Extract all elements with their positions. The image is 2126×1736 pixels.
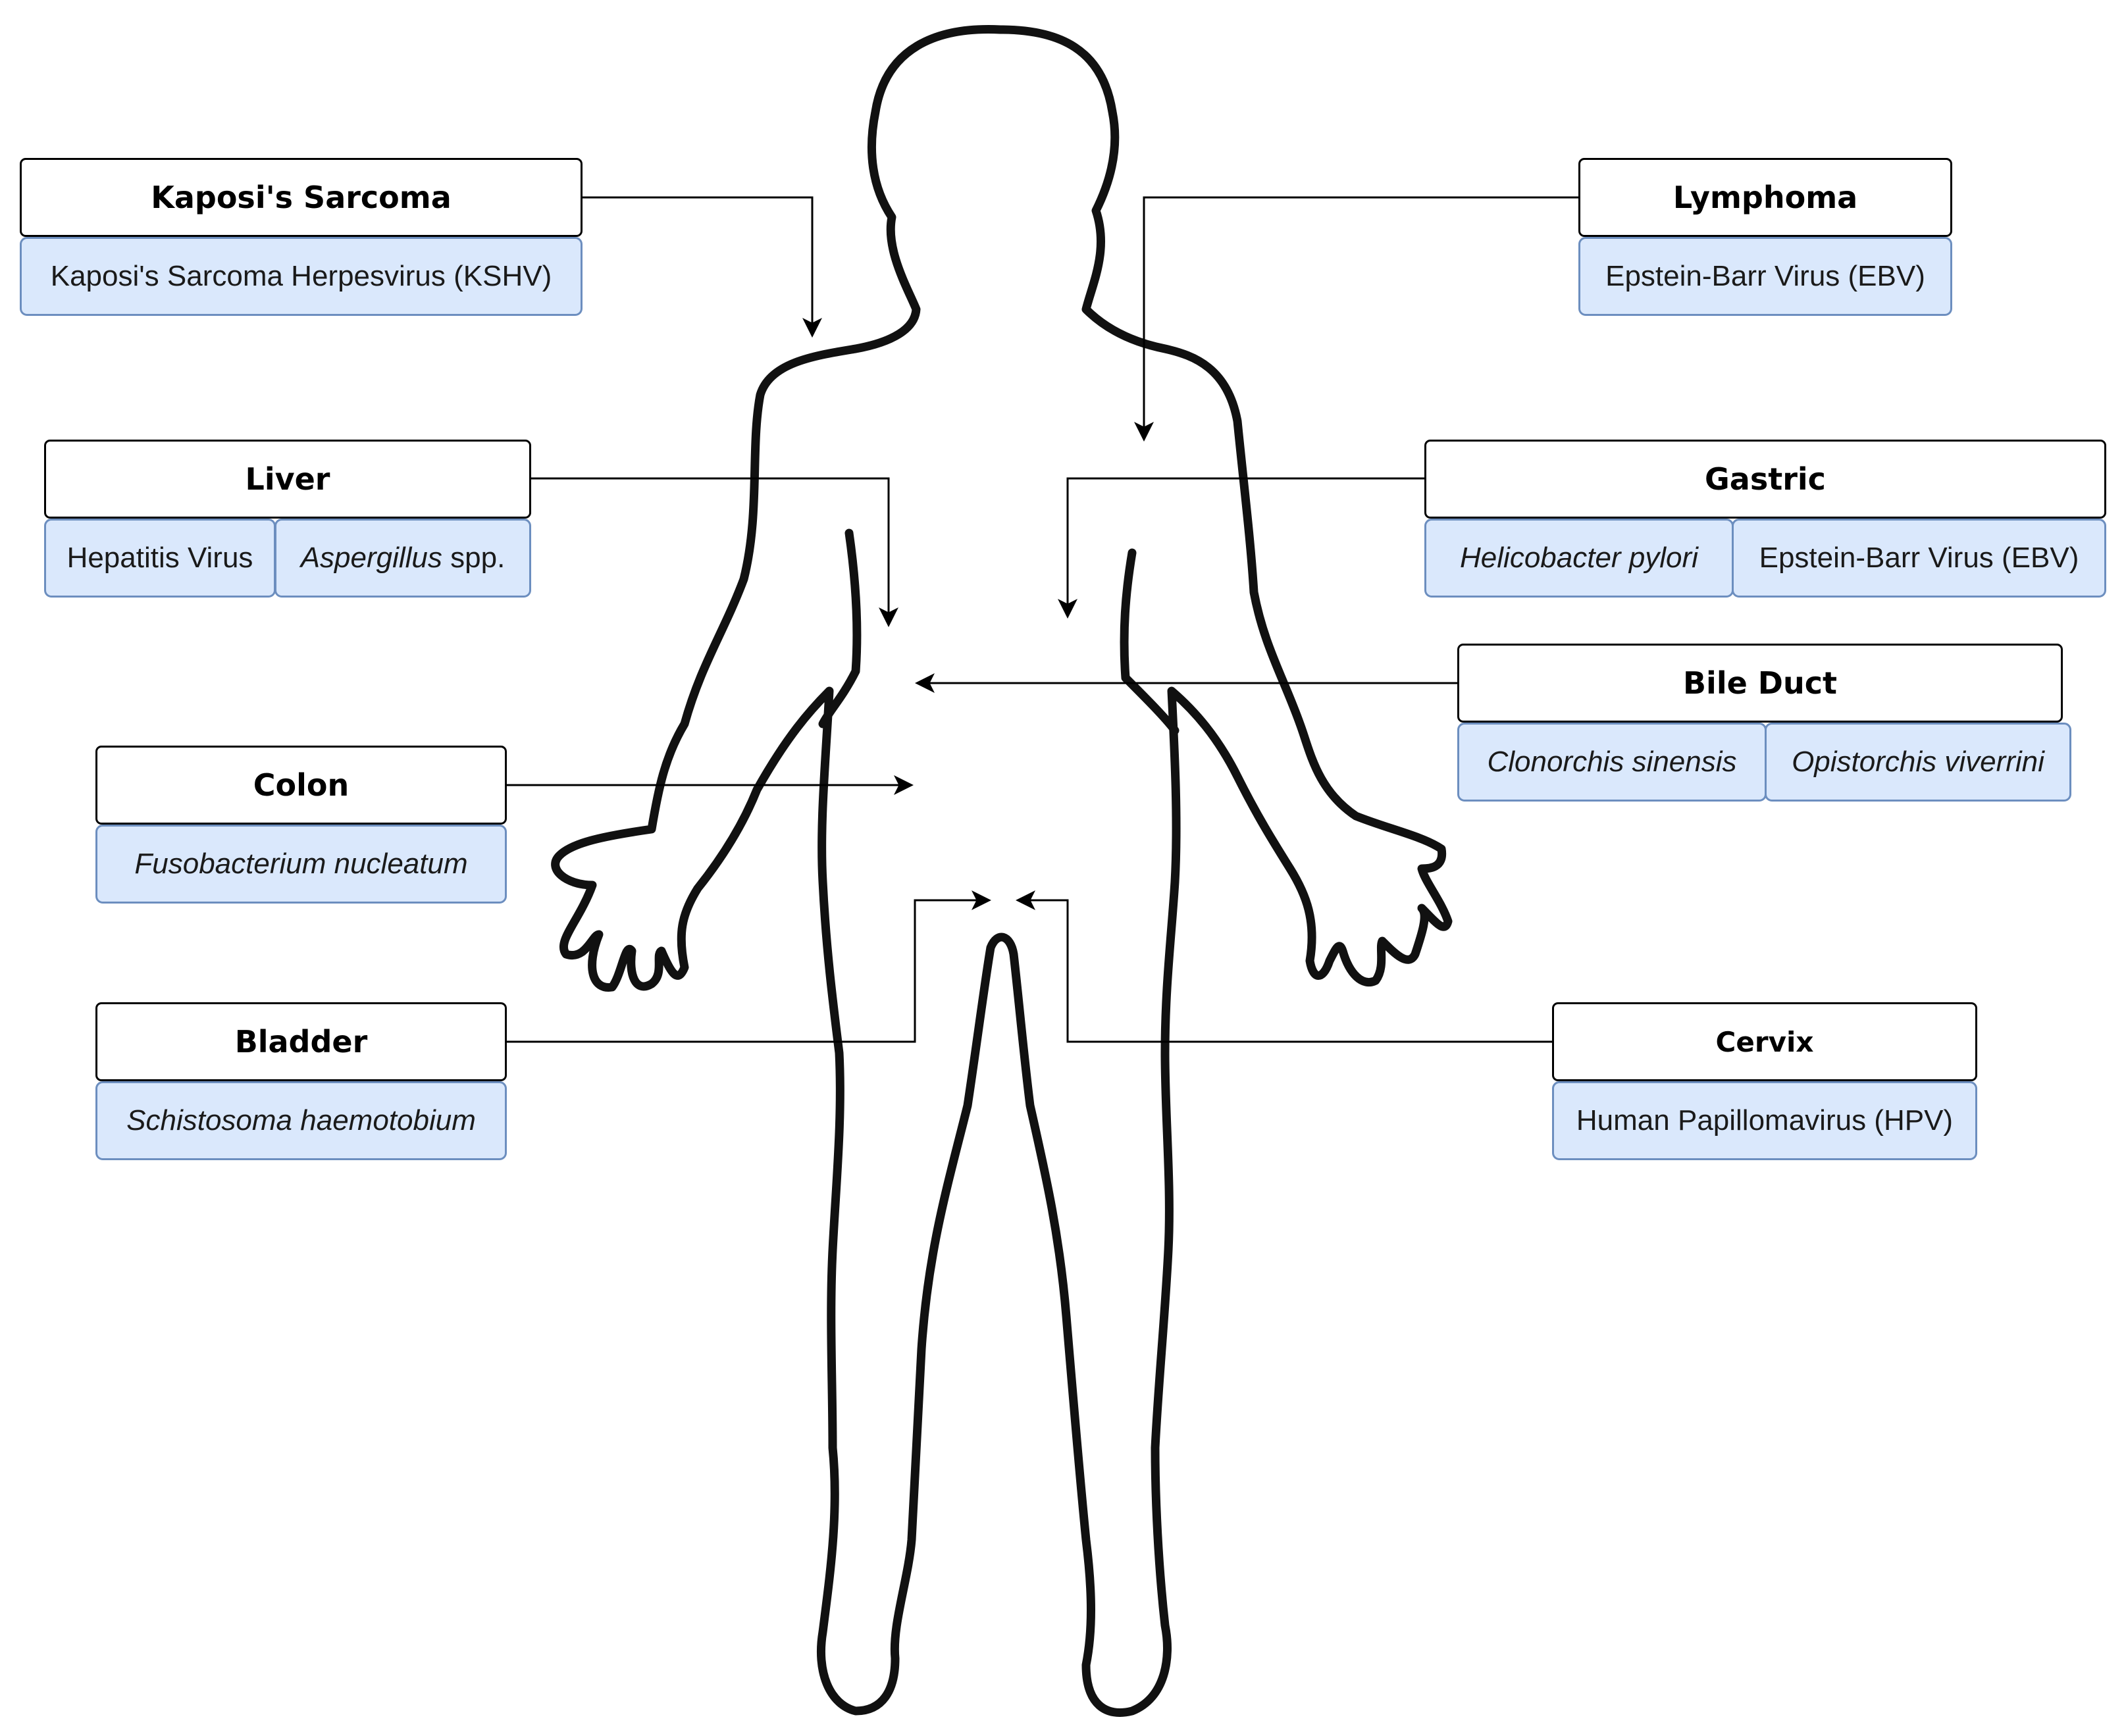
- body-outer-contour: [551, 25, 1453, 1717]
- agent-box-hpv: Human Papillomavirus (HPV): [1552, 1081, 1977, 1160]
- agent-label-schistosoma-haemotobium: Schistosoma haemotobium: [126, 1104, 476, 1136]
- agent-label-aspergillus-spp: spp.: [450, 542, 506, 574]
- agent-label-hpv: Human Papillomavirus (HPV): [1576, 1104, 1954, 1136]
- cancer-box-gastric: Gastric: [1424, 440, 2106, 519]
- connector-gastric: [1058, 477, 1424, 619]
- connector-kaposi: [581, 196, 822, 338]
- agent-label-aspergillus-genus: Aspergillus: [300, 542, 442, 574]
- agent-label-ebv-gastric: Epstein-Barr Virus (EBV): [1759, 542, 2079, 574]
- connector-liver: [530, 477, 898, 627]
- agent-label-ebv-lymphoma: Epstein-Barr Virus (EBV): [1605, 260, 1925, 292]
- agent-box-clonorchis-sinensis: Clonorchis sinensis: [1457, 723, 1767, 802]
- agent-label-helicobacter-pylori: Helicobacter pylori: [1460, 542, 1698, 574]
- body-outline: [551, 25, 1453, 1717]
- cancer-box-colon: Colon: [95, 746, 507, 825]
- connector-lymphoma: [1134, 196, 1578, 442]
- agent-box-ebv-gastric: Epstein-Barr Virus (EBV): [1732, 519, 2106, 598]
- cancer-box-bile-duct: Bile Duct: [1457, 644, 2063, 723]
- right-inner-arm-contour: [1120, 548, 1180, 735]
- cancer-box-liver: Liver: [44, 440, 531, 519]
- cancer-label-colon: Colon: [253, 767, 350, 803]
- cancer-box-cervix: Cervix: [1552, 1002, 1977, 1081]
- cancer-box-kaposi-sarcoma: Kaposi's Sarcoma: [20, 158, 583, 237]
- connector-cervix: [1016, 890, 1552, 1043]
- agent-label-hepatitis-virus: Hepatitis Virus: [66, 542, 253, 574]
- agent-box-helicobacter-pylori: Helicobacter pylori: [1424, 519, 1734, 598]
- connector-bladder: [506, 890, 991, 1043]
- cancer-label-bladder: Bladder: [234, 1024, 368, 1059]
- agent-box-fusobacterium-nucleatum: Fusobacterium nucleatum: [95, 825, 507, 904]
- agent-box-hepatitis-virus: Hepatitis Virus: [44, 519, 276, 598]
- agent-box-schistosoma-haemotobium: Schistosoma haemotobium: [95, 1081, 507, 1160]
- cancer-label-lymphoma: Lymphoma: [1672, 180, 1858, 215]
- agent-label-opistorchis-viverrini: Opistorchis viverrini: [1792, 746, 2044, 778]
- cancer-label-liver: Liver: [245, 461, 330, 497]
- agent-label-kshv: Kaposi's Sarcoma Herpesvirus (KSHV): [50, 260, 552, 292]
- agent-label-fusobacterium-nucleatum: Fusobacterium nucleatum: [134, 848, 468, 880]
- connectors: [506, 196, 1578, 1043]
- agent-label-clonorchis-sinensis: Clonorchis sinensis: [1487, 746, 1737, 778]
- cancer-box-lymphoma: Lymphoma: [1578, 158, 1952, 237]
- agent-box-opistorchis-viverrini: Opistorchis viverrini: [1765, 723, 2071, 802]
- left-inner-arm-contour: [818, 528, 862, 728]
- cancer-box-bladder: Bladder: [95, 1002, 507, 1081]
- agent-box-aspergillus: Aspergillus spp.: [274, 519, 531, 598]
- cancer-label-gastric: Gastric: [1705, 461, 1826, 497]
- cancer-label-bile-duct: Bile Duct: [1683, 665, 1837, 701]
- agent-box-kshv: Kaposi's Sarcoma Herpesvirus (KSHV): [20, 237, 583, 316]
- agent-label-aspergillus: Aspergillus spp.: [301, 542, 506, 574]
- agent-box-ebv-lymphoma: Epstein-Barr Virus (EBV): [1578, 237, 1952, 316]
- cancer-label-cervix: Cervix: [1715, 1025, 1814, 1058]
- cancer-label-kaposi-sarcoma: Kaposi's Sarcoma: [151, 180, 452, 215]
